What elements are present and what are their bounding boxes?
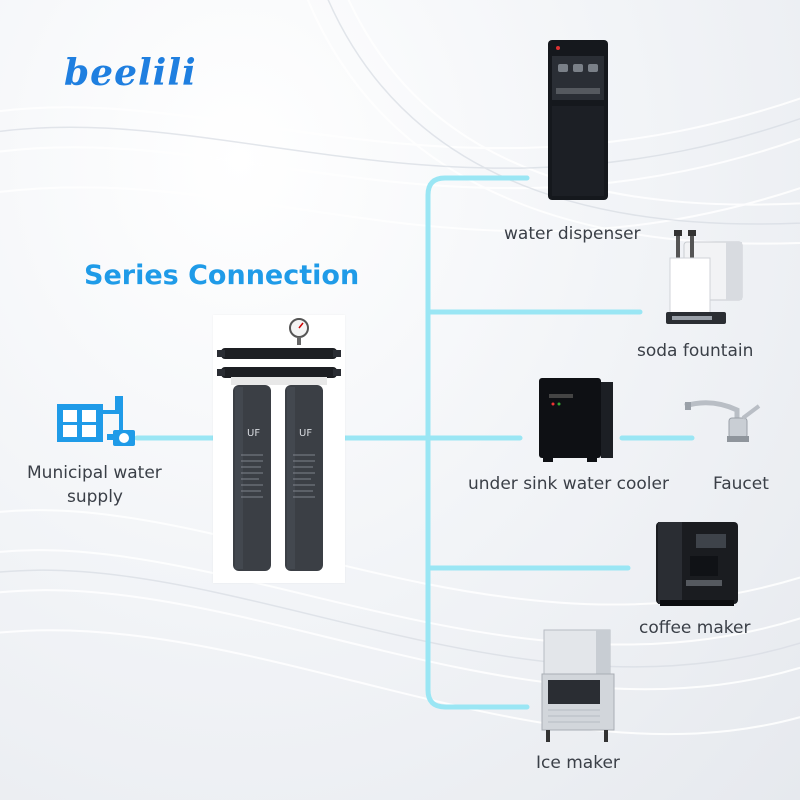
output-label-faucet: Faucet: [713, 474, 769, 494]
output-label-water-cooler: under sink water cooler: [468, 474, 669, 494]
soda-fountain-icon: [666, 230, 743, 324]
brand-logo: beelili: [64, 52, 197, 94]
output-label-soda-fountain: soda fountain: [637, 341, 754, 361]
output-label-coffee-maker: coffee maker: [639, 618, 751, 638]
water-tower-icon: [57, 396, 135, 446]
source-label-line1: Municipal water: [27, 463, 162, 483]
cartridge-right-label: UF: [299, 428, 313, 439]
ice-maker-icon: [541, 629, 615, 742]
diagram-title: Series Connection: [84, 260, 360, 291]
coffee-maker-icon: [656, 522, 738, 606]
dual-filter-icon: [217, 318, 341, 571]
output-label-ice-maker: Ice maker: [536, 753, 620, 773]
cartridge-left-label: UF: [247, 428, 261, 439]
water-dispenser-icon: [548, 40, 608, 200]
source-label-line2: supply: [67, 487, 123, 507]
faucet-icon: [684, 400, 761, 442]
water-cooler-icon: [539, 378, 613, 462]
pipe-trunk: [425, 175, 530, 710]
output-label-water-dispenser: water dispenser: [504, 224, 641, 244]
